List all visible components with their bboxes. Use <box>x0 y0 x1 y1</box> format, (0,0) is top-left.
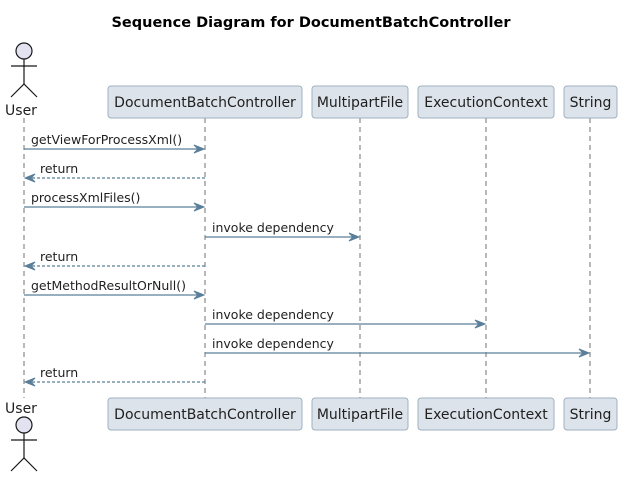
arrowhead-icon <box>193 144 206 154</box>
participant-label: User <box>5 103 37 119</box>
message-label: getViewForProcessXml() <box>31 132 182 147</box>
arrowhead-icon <box>474 319 487 329</box>
message-2: return <box>23 161 205 183</box>
message-label: invoke dependency <box>212 336 334 351</box>
participant-box <box>107 397 303 431</box>
participant-box <box>417 85 555 119</box>
participant-ec-top: ExecutionContext <box>417 85 555 119</box>
message-4: invoke dependency <box>205 220 361 242</box>
messages: getViewForProcessXml() return processXmlFi… <box>23 132 591 387</box>
message-label: processXmlFiles() <box>31 190 140 205</box>
message-label: return <box>40 249 78 264</box>
participant-box <box>311 397 409 431</box>
arrowhead-icon <box>193 290 206 300</box>
arrowhead-icon <box>348 232 361 242</box>
arrowhead-icon <box>23 377 36 387</box>
participant-user-bottom: User <box>5 401 38 472</box>
message-label: return <box>40 365 78 380</box>
participant-label: String <box>570 407 612 423</box>
arrowhead-icon <box>23 173 36 183</box>
arrowhead-icon <box>578 348 591 358</box>
participant-dbc-bottom: DocumentBatchController <box>107 397 303 431</box>
message-label: getMethodResultOrNull() <box>31 278 186 293</box>
participant-label: DocumentBatchController <box>114 95 296 111</box>
message-label: return <box>40 161 78 176</box>
participant-str-bottom: String <box>563 397 618 431</box>
participant-box <box>417 397 555 431</box>
arrowhead-icon <box>193 202 206 212</box>
message-3: processXmlFiles() <box>24 190 206 212</box>
message-7: invoke dependency <box>205 307 487 329</box>
participant-label: DocumentBatchController <box>114 407 296 423</box>
participant-box <box>563 397 618 431</box>
participant-str-top: String <box>563 85 618 119</box>
participant-user-top: User <box>5 42 38 119</box>
participant-box <box>107 85 303 119</box>
participant-dbc-top: DocumentBatchController <box>107 85 303 119</box>
message-5: return <box>23 249 205 271</box>
participant-label: MultipartFile <box>317 407 403 423</box>
message-1: getViewForProcessXml() <box>24 132 206 154</box>
message-label: invoke dependency <box>212 220 334 235</box>
participant-label: MultipartFile <box>317 95 403 111</box>
participant-mf-bottom: MultipartFile <box>311 397 409 431</box>
arrowhead-icon <box>23 261 36 271</box>
participant-label: ExecutionContext <box>424 407 548 423</box>
participant-ec-bottom: ExecutionContext <box>417 397 555 431</box>
participant-mf-top: MultipartFile <box>311 85 409 119</box>
message-8: invoke dependency <box>205 336 591 358</box>
participant-box <box>563 85 618 119</box>
participant-label: String <box>570 95 612 111</box>
diagram-title: Sequence Diagram for DocumentBatchContro… <box>111 15 511 31</box>
actor-icon <box>10 416 38 472</box>
message-6: getMethodResultOrNull() <box>24 278 206 300</box>
message-9: return <box>23 365 205 387</box>
participant-label: ExecutionContext <box>424 95 548 111</box>
lifelines <box>23 118 591 398</box>
participant-box <box>311 85 409 119</box>
participants: UserUserDocumentBatchControllerDocumentB… <box>5 42 618 472</box>
actor-icon <box>10 42 38 98</box>
message-label: invoke dependency <box>212 307 334 322</box>
participant-label: User <box>5 401 37 417</box>
